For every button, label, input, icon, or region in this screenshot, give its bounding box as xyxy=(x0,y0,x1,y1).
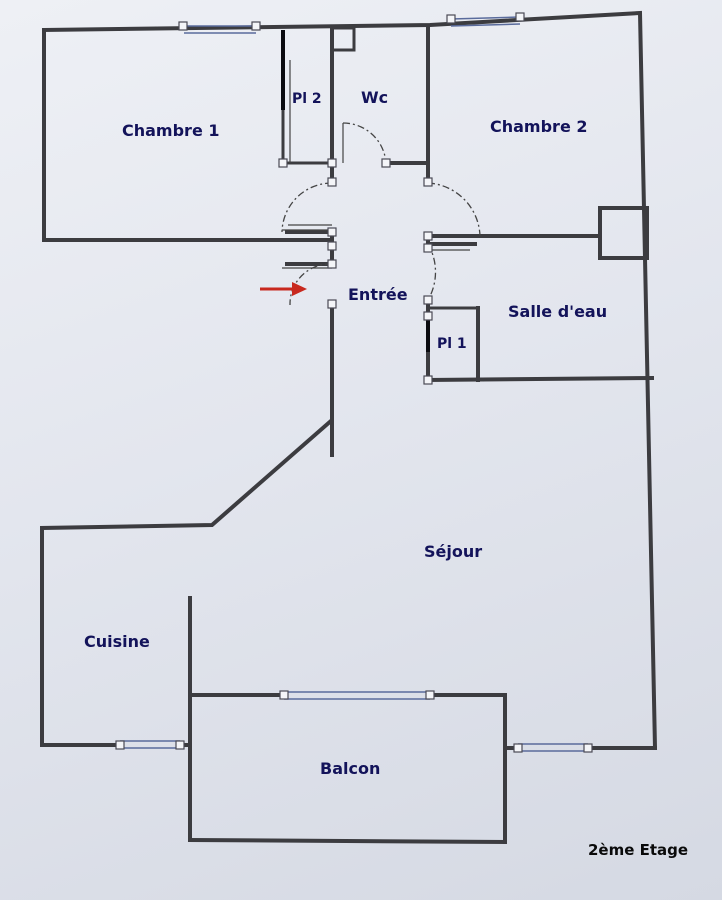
room-label-balcon: Balcon xyxy=(320,759,381,778)
wall-nodes xyxy=(115,12,593,753)
entry-arrow-icon xyxy=(260,282,307,296)
room-label-salle-eau: Salle d'eau xyxy=(508,302,608,321)
interior-walls xyxy=(187,24,655,845)
room-label-sejour: Séjour xyxy=(424,542,483,561)
windows xyxy=(120,16,588,752)
room-label-entree: Entrée xyxy=(348,285,408,304)
floor-level-label: 2ème Etage xyxy=(588,841,689,859)
room-label-cuisine: Cuisine xyxy=(84,632,150,651)
room-label-chambre-2: Chambre 2 xyxy=(490,117,588,136)
room-label-wc: Wc xyxy=(361,88,389,107)
room-label-placard-1: Pl 1 xyxy=(437,336,467,352)
room-label-chambre-1: Chambre 1 xyxy=(122,121,220,140)
doors xyxy=(281,60,481,306)
room-label-placard-2: Pl 2 xyxy=(292,91,322,107)
